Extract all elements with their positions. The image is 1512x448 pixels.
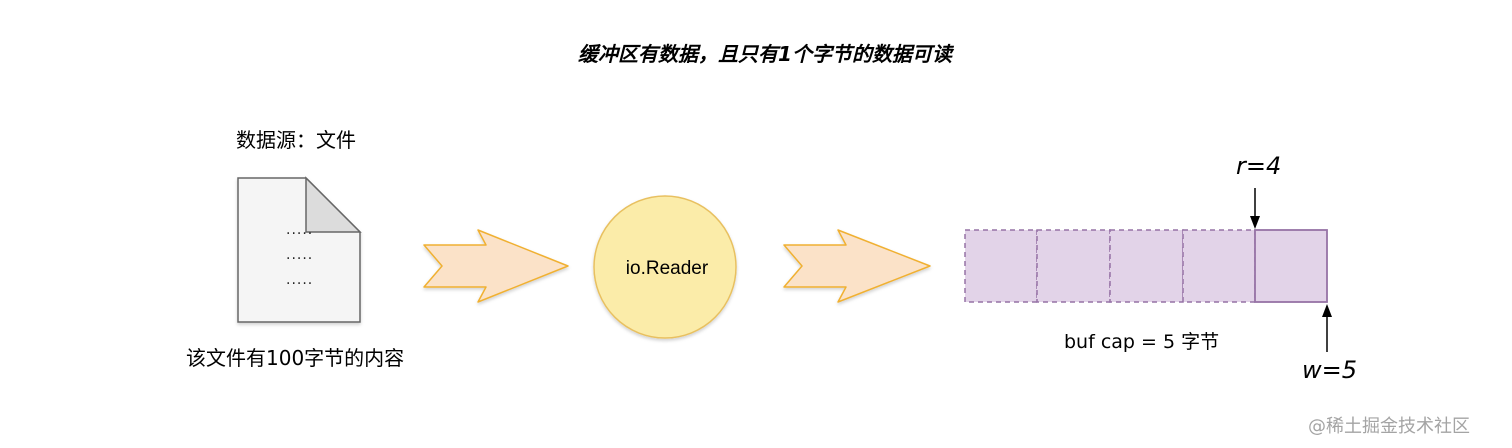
read-pointer-label: r=4	[1236, 152, 1282, 180]
file-content-line: .....	[286, 222, 313, 238]
write-pointer-label: w=5	[1302, 356, 1358, 384]
file-fold-corner	[305, 176, 362, 233]
file-document-icon	[237, 176, 362, 323]
read-pointer-arrow	[1250, 188, 1260, 229]
buffer-cell	[964, 229, 1038, 303]
buffer-cells	[964, 229, 1328, 303]
io-reader-node	[593, 195, 737, 339]
write-pointer-arrow	[1322, 304, 1332, 352]
data-source-label: 数据源：文件	[236, 128, 356, 152]
buffer-cell	[1182, 229, 1256, 303]
watermark-text: @稀土掘金技术社区	[1308, 416, 1470, 437]
flow-arrow-reader-to-buffer	[783, 229, 931, 303]
file-content-line: .....	[286, 272, 313, 288]
file-caption: 该文件有100字节的内容	[186, 346, 405, 370]
diagram-title: 缓冲区有数据，且只有1个字节的数据可读	[578, 42, 952, 66]
buffer-cell	[1036, 229, 1111, 303]
flow-arrow-file-to-reader	[423, 229, 569, 303]
io-reader-label: io.Reader	[626, 258, 709, 279]
file-content-line: .....	[286, 247, 313, 263]
buffer-caption: buf cap = 5 字节	[1064, 331, 1220, 353]
buffer-cell	[1109, 229, 1184, 303]
buffer-cell-active	[1254, 229, 1328, 303]
